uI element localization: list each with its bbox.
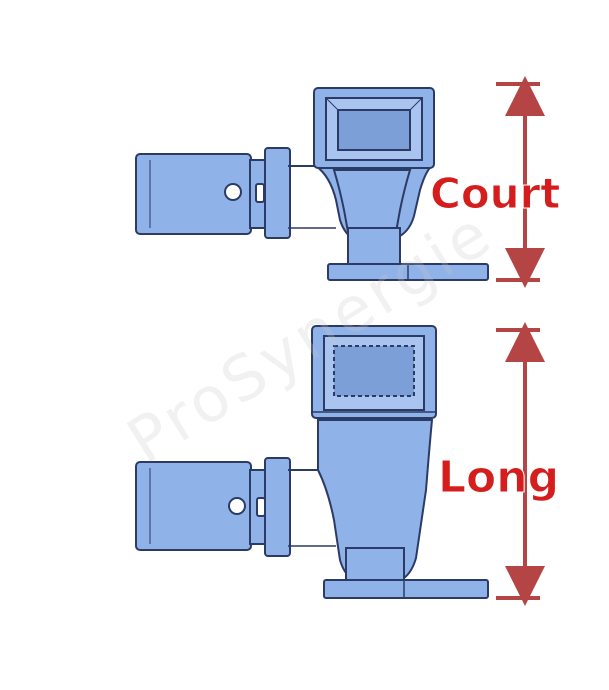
short-dimension xyxy=(496,76,545,288)
long-fitting-slot xyxy=(256,497,266,517)
short-fitting-inspection-hole xyxy=(224,183,242,201)
short-fitting-flange xyxy=(347,227,401,269)
short-fitting xyxy=(135,87,489,281)
long-fitting-base-plate xyxy=(323,579,489,599)
short-fitting-slot xyxy=(255,183,265,203)
long-label: Long xyxy=(438,452,559,503)
long-fitting-inspection-hole xyxy=(228,497,246,515)
long-dimension xyxy=(496,322,545,606)
long-fitting-flange xyxy=(345,547,405,583)
long-fitting xyxy=(135,325,489,599)
short-label: Court xyxy=(430,169,560,218)
